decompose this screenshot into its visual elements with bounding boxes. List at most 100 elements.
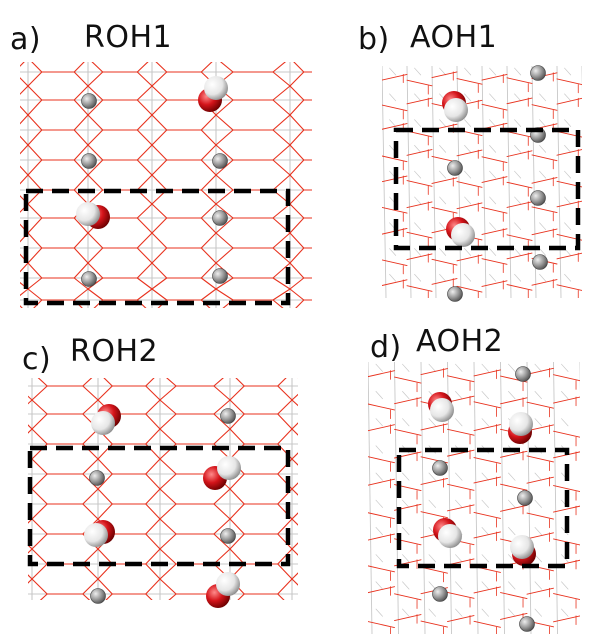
o-bond <box>200 203 217 219</box>
o-bond <box>447 591 475 599</box>
o-bond <box>213 413 231 430</box>
grid-line <box>489 273 497 282</box>
o-bond <box>88 44 103 58</box>
o-bond <box>382 73 408 81</box>
o-bond <box>31 385 48 401</box>
o-bond <box>159 399 177 415</box>
o-bond <box>32 358 47 372</box>
o-bond <box>27 203 43 219</box>
o-bond <box>456 149 483 157</box>
o-bond <box>382 259 408 267</box>
o-bond <box>159 533 177 550</box>
grid-line <box>402 391 410 400</box>
o-bond <box>200 114 217 131</box>
o-bond <box>289 144 305 161</box>
o-bond <box>20 85 29 95</box>
o-bond <box>33 299 43 308</box>
o-bond <box>136 99 153 116</box>
grid-line <box>534 418 542 427</box>
o-bond <box>456 181 483 188</box>
o-bond <box>31 548 48 565</box>
grid-line <box>508 391 516 400</box>
o-bond <box>82 503 99 520</box>
o-bond <box>201 314 216 328</box>
o-bond <box>292 358 307 372</box>
grid-line <box>564 170 572 179</box>
grid-line <box>489 248 497 256</box>
o-bond <box>200 129 217 146</box>
o-bond <box>136 217 153 234</box>
o-bond <box>17 358 32 372</box>
grid-line <box>382 66 387 298</box>
o-bond <box>229 488 245 505</box>
o-bond <box>215 99 234 116</box>
o-bond <box>291 542 298 550</box>
o-bond <box>32 608 47 622</box>
hydrogen-atom <box>430 398 454 422</box>
o-bond <box>27 217 43 234</box>
o-bond <box>406 149 433 156</box>
o-bond <box>506 97 533 105</box>
o-bond <box>343 414 358 429</box>
o-bond <box>556 78 582 86</box>
grid-line <box>455 363 463 372</box>
o-bond <box>420 368 448 376</box>
o-bond <box>98 608 112 622</box>
o-bond <box>289 159 305 176</box>
grid-line <box>489 196 497 205</box>
o-bond <box>531 279 558 286</box>
grid-line <box>414 196 422 205</box>
ti-atom <box>447 160 463 176</box>
o-bond <box>272 262 291 279</box>
o-bond <box>272 71 291 87</box>
o-bond <box>31 399 48 415</box>
o-bond <box>145 473 161 490</box>
grid-line <box>564 93 572 102</box>
grid-line <box>539 222 547 231</box>
o-bond <box>336 263 350 278</box>
o-bond <box>159 473 177 490</box>
o-bond <box>73 247 89 264</box>
o-bond <box>215 159 234 176</box>
atom-layer <box>76 65 548 632</box>
o-bond <box>160 608 176 622</box>
o-bond <box>291 512 298 520</box>
grid-line <box>394 362 399 634</box>
grid-line <box>564 222 572 231</box>
grid-line <box>481 499 489 508</box>
grid-line <box>514 196 522 205</box>
grid-line <box>375 581 383 590</box>
o-bond <box>336 175 350 190</box>
o-bond <box>215 174 234 191</box>
o-bond <box>336 130 350 145</box>
o-bond <box>200 277 217 290</box>
o-bond <box>291 452 298 460</box>
o-bond <box>159 428 177 445</box>
o-bond <box>31 428 48 445</box>
grid-line <box>508 581 516 590</box>
ti-atom <box>519 616 535 632</box>
o-bond <box>82 578 99 595</box>
o-bond <box>343 534 358 549</box>
grid-line <box>414 222 422 231</box>
o-bond <box>145 378 155 387</box>
ti-atom <box>432 586 448 602</box>
o-bond <box>31 503 48 520</box>
o-bond <box>343 444 358 459</box>
o-bond <box>166 378 177 387</box>
grid-line <box>375 391 383 400</box>
o-bond <box>272 144 291 161</box>
grid-line <box>464 196 472 205</box>
grid-line <box>508 363 516 372</box>
grid-line <box>368 362 373 634</box>
o-bond <box>215 232 234 249</box>
o-bond <box>146 608 160 622</box>
o-bond <box>292 594 307 608</box>
o-bond <box>151 129 168 146</box>
grid-line <box>439 170 447 179</box>
grid-line <box>439 67 447 76</box>
o-bond <box>473 512 501 519</box>
o-bond <box>526 587 554 595</box>
o-bond <box>145 503 161 520</box>
o-bond <box>216 314 233 328</box>
